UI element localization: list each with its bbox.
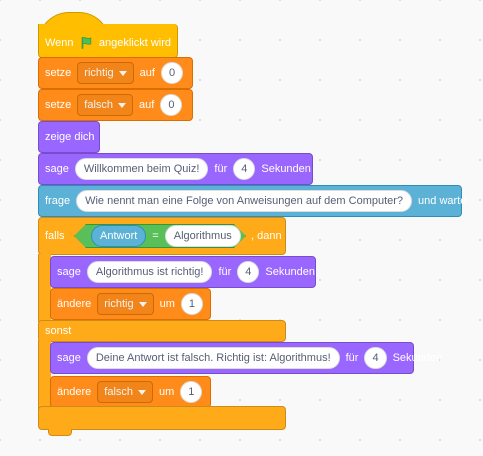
equals-operator[interactable]: Antwort = Algorithmus bbox=[74, 224, 246, 248]
block-label: auf bbox=[139, 99, 155, 111]
value-input[interactable]: 1 bbox=[180, 293, 204, 315]
when-flag-clicked-block[interactable]: Wenn angeklickt wird bbox=[38, 24, 178, 58]
block-label: sonst bbox=[45, 325, 72, 337]
block-label: ändere bbox=[57, 386, 92, 398]
green-flag-icon bbox=[81, 36, 91, 49]
change-variable-block[interactable]: ändere falsch um 1 bbox=[50, 376, 211, 408]
variable-name: richtig bbox=[84, 67, 114, 79]
value-input[interactable]: 0 bbox=[160, 94, 183, 116]
block-label: sage bbox=[45, 163, 69, 175]
block-label: und warte bbox=[418, 195, 467, 207]
answer-reporter[interactable]: Antwort bbox=[91, 225, 146, 247]
message-input[interactable]: Algorithmus ist richtig! bbox=[86, 261, 213, 283]
block-label: sage bbox=[57, 266, 81, 278]
block-label: um bbox=[159, 298, 175, 310]
block-label: Wenn bbox=[45, 36, 74, 49]
say-for-secs-block[interactable]: sage Algorithmus ist richtig! für 4 Seku… bbox=[50, 256, 316, 288]
question-input[interactable]: Wie nennt man eine Folge von Anweisungen… bbox=[76, 190, 413, 212]
block-label: auf bbox=[139, 67, 155, 79]
value-input[interactable]: 0 bbox=[160, 62, 184, 84]
set-variable-block[interactable]: setze falsch auf 0 bbox=[38, 89, 193, 121]
if-else-block-footer bbox=[38, 406, 286, 430]
block-label: sage bbox=[57, 352, 81, 364]
block-label: frage bbox=[45, 195, 71, 207]
variable-dropdown[interactable]: richtig bbox=[77, 62, 134, 84]
then-label: , dann bbox=[251, 230, 282, 242]
variable-name: falsch bbox=[84, 99, 114, 111]
set-variable-block[interactable]: setze richtig auf 0 bbox=[38, 57, 193, 89]
block-label: ändere bbox=[57, 298, 92, 310]
variable-dropdown[interactable]: richtig bbox=[97, 293, 154, 315]
chevron-down-icon bbox=[138, 301, 147, 307]
block-label: setze bbox=[45, 67, 72, 79]
comparison-input[interactable]: Algorithmus bbox=[165, 225, 241, 247]
block-bottom-notch bbox=[48, 429, 72, 436]
variable-name: falsch bbox=[104, 386, 134, 398]
variable-dropdown[interactable]: falsch bbox=[77, 94, 134, 116]
say-for-secs-block[interactable]: sage Willkommen beim Quiz! für 4 Sekunde… bbox=[38, 153, 313, 185]
chevron-down-icon bbox=[118, 70, 127, 76]
if-c-arm bbox=[38, 254, 51, 322]
equals-sign: = bbox=[152, 230, 159, 242]
say-for-secs-block[interactable]: sage Deine Antwort ist falsch. Richtig i… bbox=[50, 342, 442, 374]
block-label: Sekunden bbox=[392, 352, 443, 364]
block-label: falls bbox=[45, 230, 65, 242]
else-label-bar: sonst bbox=[38, 320, 286, 342]
else-c-arm bbox=[38, 340, 51, 410]
change-variable-block[interactable]: ändere richtig um 1 bbox=[50, 288, 211, 320]
block-label: für bbox=[345, 352, 359, 364]
block-label: zeige dich bbox=[45, 131, 95, 143]
variable-name: richtig bbox=[104, 298, 134, 310]
chevron-down-icon bbox=[118, 102, 127, 108]
chevron-down-icon bbox=[138, 389, 147, 395]
ask-and-wait-block[interactable]: frage Wie nennt man eine Folge von Anwei… bbox=[38, 185, 466, 217]
block-label: Sekunden bbox=[265, 266, 315, 278]
block-label: Sekunden bbox=[261, 163, 311, 175]
message-input[interactable]: Deine Antwort ist falsch. Richtig ist: A… bbox=[86, 347, 340, 369]
block-label: setze bbox=[45, 99, 72, 111]
variable-dropdown[interactable]: falsch bbox=[97, 381, 154, 403]
block-label: angeklickt wird bbox=[98, 36, 171, 49]
seconds-input[interactable]: 4 bbox=[237, 261, 260, 283]
block-label: um bbox=[159, 386, 175, 398]
message-input[interactable]: Willkommen beim Quiz! bbox=[74, 158, 209, 180]
block-label: für bbox=[218, 266, 232, 278]
show-block[interactable]: zeige dich bbox=[38, 121, 100, 153]
seconds-input[interactable]: 4 bbox=[364, 347, 387, 369]
value-input[interactable]: 1 bbox=[180, 381, 203, 403]
block-label: für bbox=[214, 163, 228, 175]
seconds-input[interactable]: 4 bbox=[233, 158, 256, 180]
